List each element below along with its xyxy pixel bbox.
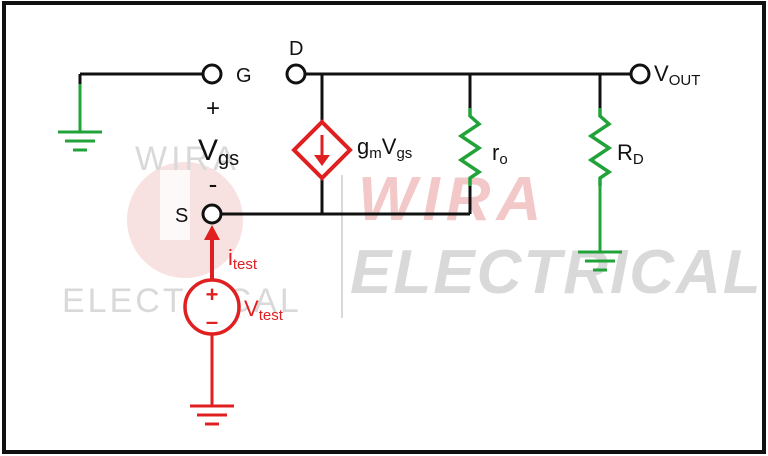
- test-voltage-source: + –: [183, 278, 241, 336]
- watermark-small-bottom: ELECTRICAL: [62, 282, 302, 320]
- test-source-minus: –: [206, 309, 218, 334]
- vgs-plus-label: +: [206, 95, 220, 122]
- ro-label: ro: [492, 140, 508, 168]
- source-label: S: [175, 205, 188, 227]
- ro-resistor: [457, 108, 483, 186]
- watermark: WIRA ELECTRICAL WIRA ELECTRICAL: [62, 140, 763, 320]
- rd-resistor: [587, 108, 613, 186]
- vout-terminal: [629, 63, 651, 85]
- vgs-minus-label: -: [209, 169, 218, 199]
- watermark-large-top: WIRA: [358, 165, 547, 234]
- gate-ground-icon: [58, 84, 102, 152]
- test-source-plus: +: [206, 282, 219, 307]
- source-terminal: [201, 203, 223, 225]
- rd-label: RD: [617, 140, 644, 168]
- watermark-large-bottom: ELECTRICAL: [350, 238, 763, 307]
- drain-terminal: [285, 63, 307, 85]
- drain-label: D: [289, 38, 303, 60]
- dependent-current-source: [291, 119, 353, 181]
- test-current-arrow: [204, 225, 220, 280]
- vout-label: VOUT: [654, 61, 700, 89]
- test-ground-icon: [190, 334, 234, 426]
- gate-terminal: [201, 63, 223, 85]
- wires: [78, 72, 631, 216]
- vtest-label: Vtest: [244, 296, 284, 324]
- gate-label: G: [236, 65, 252, 87]
- watermark-small-top: WIRA: [135, 140, 240, 178]
- dependent-source-arrow-head: [314, 155, 330, 166]
- watermark-logo-divider: [160, 170, 190, 240]
- vgs-label: Vgs: [198, 134, 239, 170]
- rd-ground-icon: [578, 186, 622, 272]
- gm-vgs-label: gmVgs: [357, 134, 412, 162]
- itest-label: itest: [228, 245, 258, 273]
